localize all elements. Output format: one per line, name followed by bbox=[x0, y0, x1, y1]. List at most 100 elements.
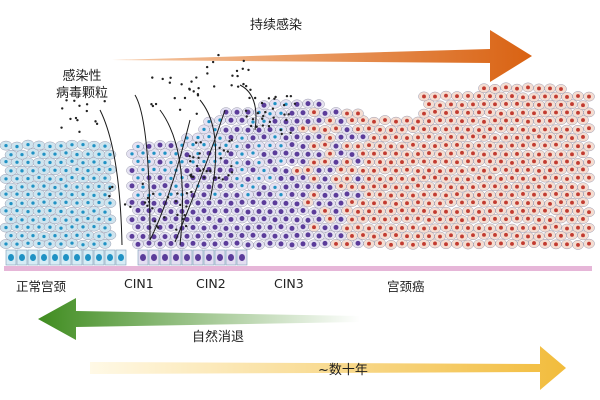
cell-nucleus bbox=[438, 103, 442, 108]
cell-nucleus bbox=[576, 110, 580, 115]
virus-particle bbox=[227, 174, 230, 177]
cell-nucleus bbox=[400, 193, 404, 198]
cell-nucleus bbox=[81, 225, 85, 229]
cell-nucleus bbox=[526, 85, 530, 90]
cell-nucleus bbox=[389, 193, 393, 198]
cell-nucleus bbox=[140, 234, 146, 239]
virus-trajectory-lines bbox=[99, 84, 257, 246]
cell-nucleus bbox=[570, 136, 574, 141]
basal-cell-nucleus bbox=[162, 254, 168, 261]
cell-nucleus bbox=[338, 200, 344, 206]
cell-nucleus bbox=[532, 208, 536, 213]
cell-nucleus bbox=[103, 144, 107, 148]
cell-nucleus bbox=[135, 224, 141, 230]
basal-cell-nucleus bbox=[19, 254, 25, 261]
cell-nucleus bbox=[20, 201, 24, 205]
cell-nucleus bbox=[543, 94, 547, 99]
cell-nucleus bbox=[75, 167, 79, 172]
virus-particle bbox=[175, 228, 178, 231]
cell-nucleus bbox=[449, 168, 453, 173]
cell-nucleus bbox=[433, 94, 437, 99]
cell-nucleus bbox=[283, 168, 289, 174]
cell-nucleus bbox=[438, 169, 442, 174]
cell-nucleus bbox=[548, 233, 552, 238]
cell-nucleus bbox=[70, 175, 74, 180]
cell-nucleus bbox=[455, 225, 459, 230]
cell-nucleus bbox=[261, 216, 267, 222]
cell-nucleus bbox=[504, 118, 508, 123]
cell-nucleus bbox=[75, 218, 79, 222]
cell-nucleus bbox=[295, 168, 299, 173]
cell-nucleus bbox=[416, 200, 420, 205]
cell-nucleus bbox=[367, 126, 371, 131]
cell-nucleus bbox=[190, 240, 196, 246]
epithelial-cells bbox=[0, 82, 595, 271]
cell-nucleus bbox=[361, 185, 365, 190]
cell-nucleus bbox=[526, 234, 530, 239]
cell-nucleus bbox=[565, 208, 569, 213]
cell-nucleus bbox=[532, 192, 536, 197]
cell-nucleus bbox=[504, 232, 508, 237]
basal-cell-nucleus bbox=[85, 254, 91, 261]
cell-nucleus bbox=[59, 160, 63, 165]
cell-nucleus bbox=[151, 184, 157, 190]
cell-nucleus bbox=[427, 217, 431, 222]
cell-nucleus bbox=[168, 224, 174, 230]
virus-particle bbox=[256, 111, 260, 115]
cell-nucleus bbox=[323, 208, 327, 213]
cell-nucleus bbox=[42, 217, 46, 222]
virus-particle bbox=[69, 117, 72, 121]
cell-nucleus bbox=[97, 234, 101, 238]
cell-nucleus bbox=[212, 224, 218, 230]
virus-particle bbox=[185, 205, 188, 208]
cell-nucleus bbox=[202, 127, 206, 132]
cell-nucleus bbox=[521, 208, 525, 213]
cell-nucleus bbox=[438, 184, 442, 189]
cell-nucleus bbox=[279, 111, 283, 115]
cell-nucleus bbox=[521, 127, 525, 132]
cell-nucleus bbox=[272, 150, 278, 156]
cell-nucleus bbox=[526, 185, 530, 190]
cell-nucleus bbox=[279, 159, 283, 163]
cell-nucleus bbox=[228, 200, 234, 206]
virus-particle bbox=[123, 203, 127, 206]
cell-nucleus bbox=[477, 226, 481, 231]
cell-nucleus bbox=[37, 241, 41, 246]
cell-nucleus bbox=[168, 240, 174, 246]
cell-nucleus bbox=[543, 192, 547, 197]
cell-nucleus bbox=[42, 184, 46, 188]
virus-particle bbox=[236, 85, 240, 88]
cell-nucleus bbox=[92, 209, 96, 213]
cell-nucleus bbox=[504, 167, 508, 172]
virus-particle bbox=[153, 220, 157, 223]
cell-nucleus bbox=[559, 152, 563, 157]
cell-nucleus bbox=[405, 118, 409, 123]
cell-nucleus bbox=[444, 127, 448, 132]
cell-nucleus bbox=[587, 126, 591, 131]
virus-particle bbox=[151, 76, 154, 79]
cell-nucleus bbox=[37, 209, 41, 213]
cell-nucleus bbox=[42, 200, 46, 204]
cell-nucleus bbox=[477, 110, 481, 115]
cell-nucleus bbox=[565, 242, 569, 247]
cell-nucleus bbox=[224, 143, 228, 147]
cell-nucleus bbox=[559, 118, 563, 122]
cell-nucleus bbox=[345, 111, 349, 116]
cell-nucleus bbox=[576, 208, 580, 213]
cell-nucleus bbox=[361, 168, 365, 173]
virus-particle bbox=[268, 120, 272, 124]
cell-nucleus bbox=[543, 143, 547, 148]
cell-nucleus bbox=[350, 234, 354, 238]
cell-nucleus bbox=[201, 225, 207, 231]
cell-nucleus bbox=[240, 136, 244, 140]
cell-nucleus bbox=[251, 120, 255, 124]
virus-particle bbox=[249, 124, 253, 128]
cell-nucleus bbox=[289, 142, 295, 148]
cell-nucleus bbox=[565, 192, 569, 197]
cell-nucleus bbox=[477, 94, 481, 99]
virus-particle bbox=[221, 178, 224, 181]
cell-nucleus bbox=[129, 199, 135, 205]
virus-particle bbox=[218, 146, 221, 150]
cell-nucleus bbox=[570, 102, 574, 107]
cell-nucleus bbox=[444, 176, 448, 181]
